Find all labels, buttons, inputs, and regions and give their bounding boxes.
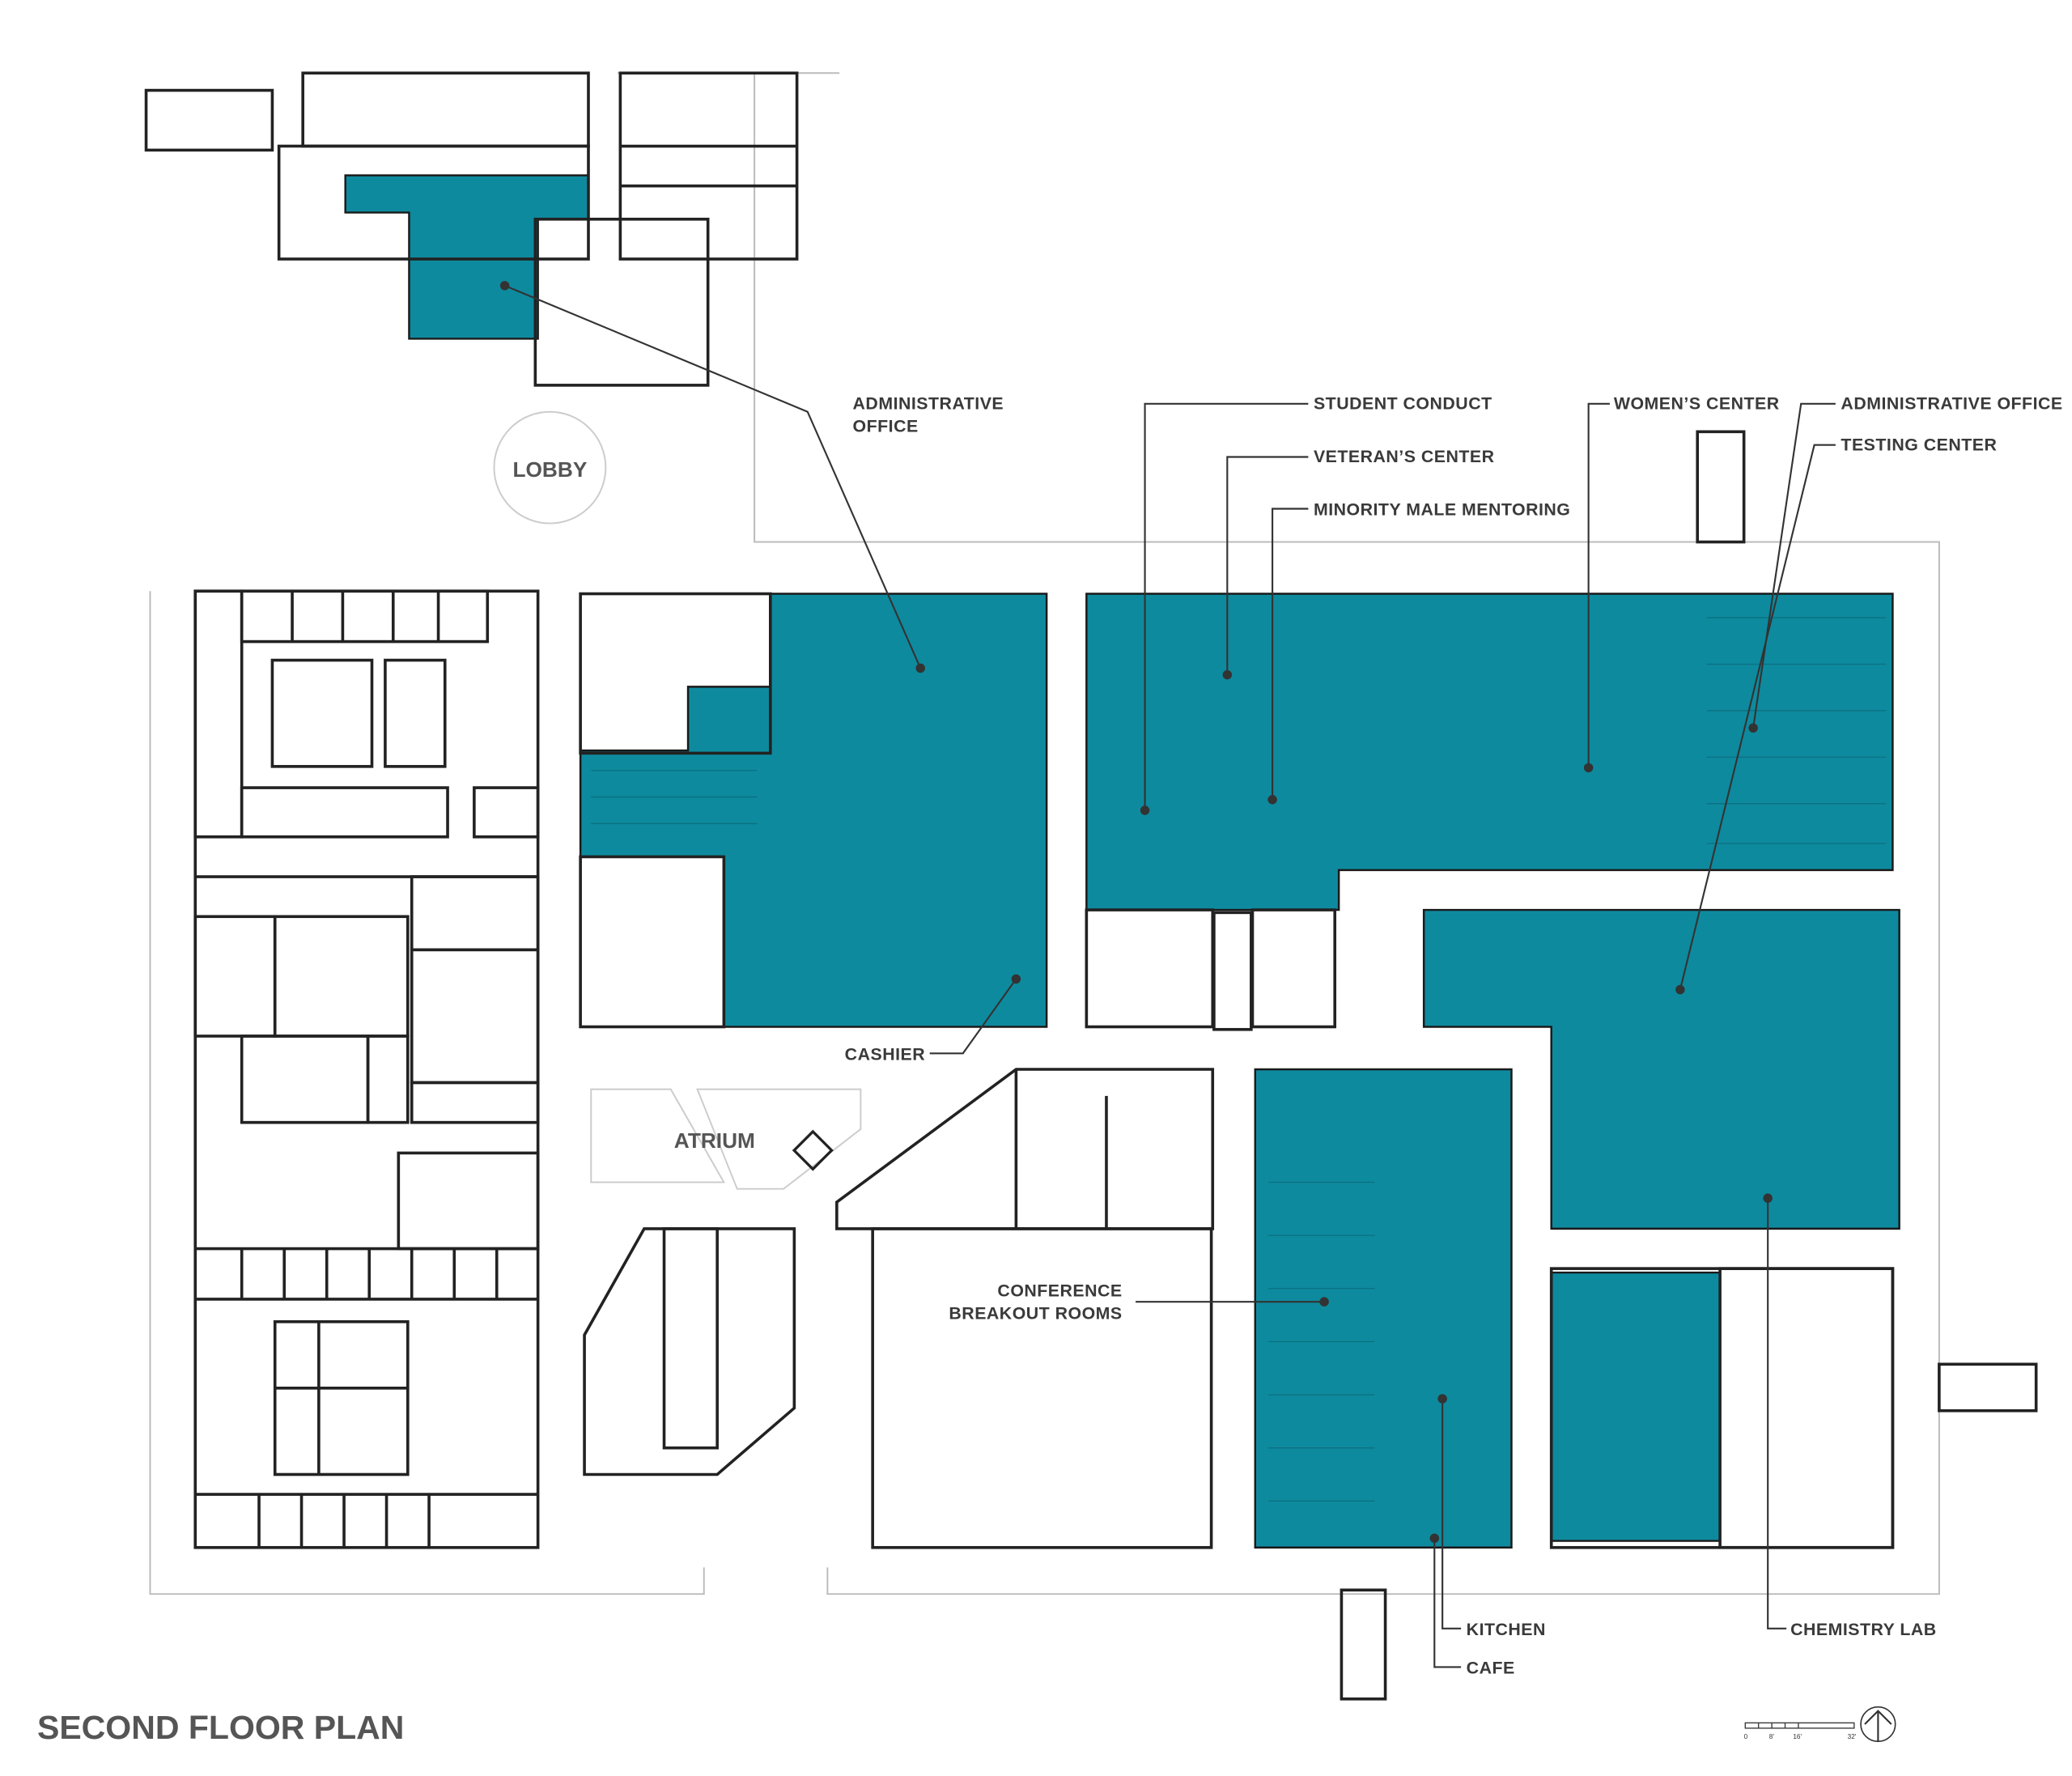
label-kitchen: KITCHEN: [1467, 1620, 1546, 1639]
label-minority-male-mentoring: MINORITY MALE MENTORING: [1314, 500, 1570, 520]
north-arrow-icon: [1860, 1706, 1896, 1743]
zone-west-offices: [579, 593, 1048, 1028]
zone-administrative-office-north: [344, 174, 590, 340]
room-label-lobby: LOBBY: [512, 457, 587, 482]
label-womens-center: WOMEN’S CENTER: [1614, 393, 1780, 413]
zone-chemistry-lab: [1550, 1271, 1722, 1542]
scale-tick-8: 8': [1769, 1733, 1775, 1740]
leader-lines: [499, 281, 1836, 1668]
room-label-atrium: ATRIUM: [674, 1128, 755, 1153]
zone-student-services: [1085, 593, 1894, 911]
furniture: [591, 617, 1887, 1502]
label-administrative-office-east: ADMINISTRATIVE OFFICE: [1841, 393, 2062, 413]
scale-tick-16: 16': [1793, 1733, 1802, 1740]
label-veterans-center: VETERAN’S CENTER: [1314, 447, 1495, 466]
label-conference-1: CONFERENCE: [997, 1281, 1122, 1301]
label-conference-2: BREAKOUT ROOMS: [949, 1304, 1122, 1324]
plan-title: SECOND FLOOR PLAN: [37, 1709, 404, 1746]
label-chemistry-lab: CHEMISTRY LAB: [1790, 1620, 1937, 1639]
label-testing-center: TESTING CENTER: [1841, 435, 1997, 454]
scale-tick-32: 32': [1848, 1733, 1857, 1740]
label-student-conduct: STUDENT CONDUCT: [1314, 393, 1492, 413]
label-administrative-office-2: OFFICE: [853, 416, 919, 436]
label-administrative-office-1: ADMINISTRATIVE: [853, 393, 1004, 413]
scale-tick-0: 0: [1744, 1733, 1748, 1740]
scale-bar: 0 8' 16' 32': [1744, 1722, 1857, 1740]
highlighted-zones: [344, 174, 1900, 1549]
walls: [144, 71, 2038, 1701]
zone-kitchen-cafe: [1254, 1068, 1513, 1549]
label-cashier: CASHIER: [845, 1045, 925, 1064]
label-cafe: CAFE: [1467, 1659, 1515, 1678]
zone-testing-admin: [1422, 908, 1900, 1230]
